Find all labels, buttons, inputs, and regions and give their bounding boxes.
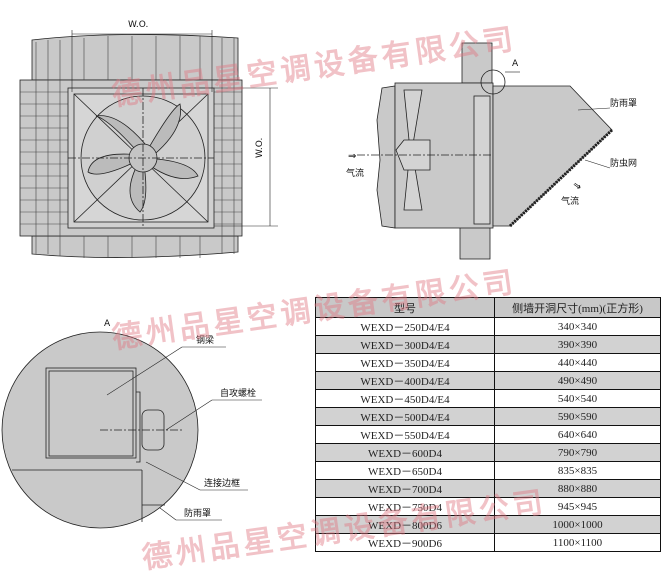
- model-cell: WEXD－700D4: [315, 479, 495, 498]
- detail-view: [1, 331, 262, 529]
- model-cell: WEXD－400D4/E4: [315, 371, 495, 390]
- model-cell: WEXD－450D4/E4: [315, 389, 495, 408]
- opening-size-cell: 340×340: [494, 317, 661, 336]
- model-cell: WEXD－900D6: [315, 533, 495, 552]
- opening-size-cell: 790×790: [494, 443, 661, 462]
- table-header-row: 型号 侧墙开洞尺寸(mm)(正方形): [315, 297, 661, 318]
- drawings: W.O. W.O. A 防雨罩 防虫网 气流 气流 ⇒ ⇒: [1, 20, 637, 529]
- opening-size-cell: 880×880: [494, 479, 661, 498]
- header-opening-size: 侧墙开洞尺寸(mm)(正方形): [494, 297, 661, 318]
- opening-size-cell: 1100×1100: [494, 533, 661, 552]
- opening-size-cell: 540×540: [494, 389, 661, 408]
- dimension-width-label: W.O.: [128, 20, 148, 30]
- detail-rain-hood-label: 防雨罩: [184, 507, 211, 519]
- airflow-out-arrow-icon: ⇒: [570, 179, 583, 193]
- opening-size-cell: 590×590: [494, 407, 661, 426]
- opening-size-cell: 640×640: [494, 425, 661, 444]
- model-cell: WEXD－350D4/E4: [315, 353, 495, 372]
- opening-size-cell: 440×440: [494, 353, 661, 372]
- model-cell: WEXD－650D4: [315, 461, 495, 480]
- insect-screen-label: 防虫网: [610, 157, 637, 169]
- header-model: 型号: [315, 297, 495, 318]
- opening-size-cell: 390×390: [494, 335, 661, 354]
- opening-size-cell: 835×835: [494, 461, 661, 480]
- side-view: [357, 42, 614, 260]
- steel-beam-label: 钢梁: [196, 334, 214, 346]
- model-cell: WEXD－300D4/E4: [315, 335, 495, 354]
- model-cell: WEXD－500D4/E4: [315, 407, 495, 426]
- airflow-in-label: 气流: [346, 167, 364, 179]
- model-cell: WEXD－750D4: [315, 497, 495, 516]
- model-cell: WEXD－800D6: [315, 515, 495, 534]
- detail-marker-a: A: [512, 59, 519, 69]
- opening-size-cell: 490×490: [494, 371, 661, 390]
- model-cell: WEXD－600D4: [315, 443, 495, 462]
- model-cell: WEXD－250D4/E4: [315, 317, 495, 336]
- opening-size-cell: 945×945: [494, 497, 661, 516]
- airflow-in-arrow-icon: ⇒: [348, 151, 356, 162]
- airflow-out-label: 气流: [561, 195, 579, 207]
- connecting-frame-label: 连接边框: [204, 477, 240, 489]
- detail-title: A: [104, 319, 111, 329]
- self-tapping-bolt-label: 自攻螺栓: [220, 387, 256, 399]
- opening-size-cell: 1000×1000: [494, 515, 661, 534]
- model-cell: WEXD－550D4/E4: [315, 425, 495, 444]
- dimension-height-label: W.O.: [255, 138, 265, 158]
- front-view: [19, 30, 278, 258]
- rain-hood-label: 防雨罩: [610, 97, 637, 109]
